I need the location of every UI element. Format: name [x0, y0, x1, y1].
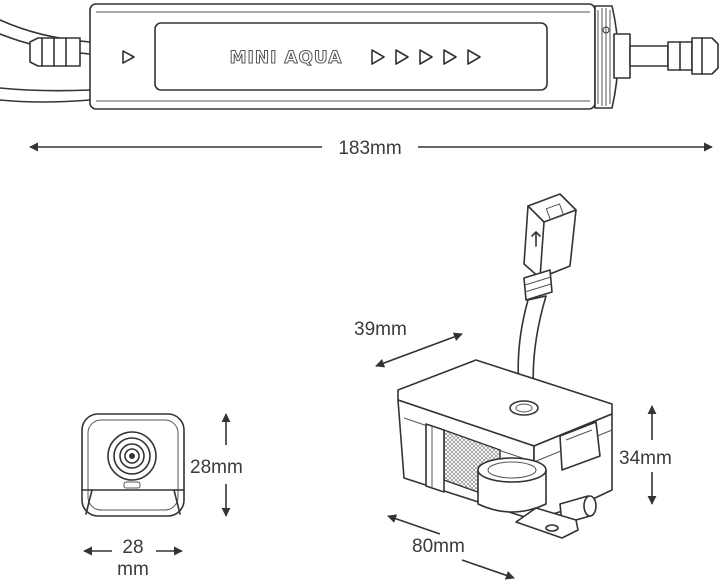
- flow-arrow-icon: [395, 49, 409, 65]
- flow-arrow-icon: [419, 49, 433, 65]
- flow-arrow-icon: [443, 49, 457, 65]
- sensor-height-dimension: 28mm: [190, 413, 243, 517]
- sensor-width-value: 28: [122, 537, 143, 558]
- outlet-hose-barb: [613, 33, 719, 79]
- sensor-width-dimension: 28 mm: [83, 537, 183, 580]
- flow-arrow-icon: [467, 49, 481, 65]
- pump-unit-isometric: [397, 193, 613, 539]
- flow-arrows-group: [371, 49, 481, 65]
- brand-label: MINI AQUA: [230, 48, 343, 68]
- pump-depth-label: 39mm: [354, 319, 407, 340]
- label-panel: [154, 22, 548, 91]
- length-label: 183mm: [338, 138, 401, 159]
- sensor-height-label: 28mm: [190, 457, 243, 478]
- sensor-width-unit: mm: [117, 559, 149, 580]
- flow-arrow-icon: [122, 50, 135, 64]
- pump-height-label: 34mm: [619, 448, 672, 469]
- length-dimension: 183mm: [29, 138, 713, 159]
- inlet-hose-barb: [29, 37, 81, 67]
- connector-plug: [523, 193, 577, 301]
- pump-housing: [89, 3, 596, 110]
- pump-height-dimension: 34mm: [619, 405, 672, 505]
- up-arrow-icon: [531, 231, 541, 247]
- pump-body-side-view: MINI AQUA: [0, 3, 719, 110]
- pump-width-label: 80mm: [412, 536, 465, 557]
- pump-width-dimension: 80mm: [387, 514, 515, 580]
- end-cap: [594, 5, 619, 109]
- pump-depth-dimension: 39mm: [354, 319, 463, 368]
- flow-arrow-icon: [371, 49, 385, 65]
- sensor-front-view: [81, 413, 185, 517]
